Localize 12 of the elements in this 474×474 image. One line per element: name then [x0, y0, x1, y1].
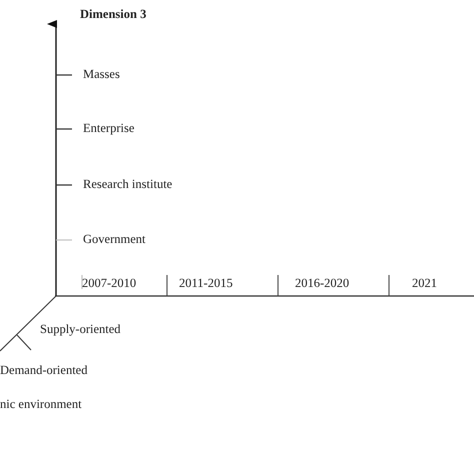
period-label: 2016-2020: [295, 276, 350, 291]
axis-label: Masses: [83, 67, 120, 82]
axis-label: Demand-oriented: [0, 363, 88, 378]
axis-title: Dimension 3: [80, 7, 146, 22]
axis-label: Enterprise: [83, 121, 134, 136]
period-label: 2007-2010: [82, 276, 136, 291]
period-label: 2011-2015: [179, 276, 233, 291]
axis-label: Research institute: [83, 177, 172, 192]
axis-label: Supply-oriented: [40, 322, 121, 337]
axis-label: Government: [83, 232, 146, 247]
period-label: 2021: [412, 276, 437, 291]
axis-label: nic environment: [0, 397, 82, 412]
